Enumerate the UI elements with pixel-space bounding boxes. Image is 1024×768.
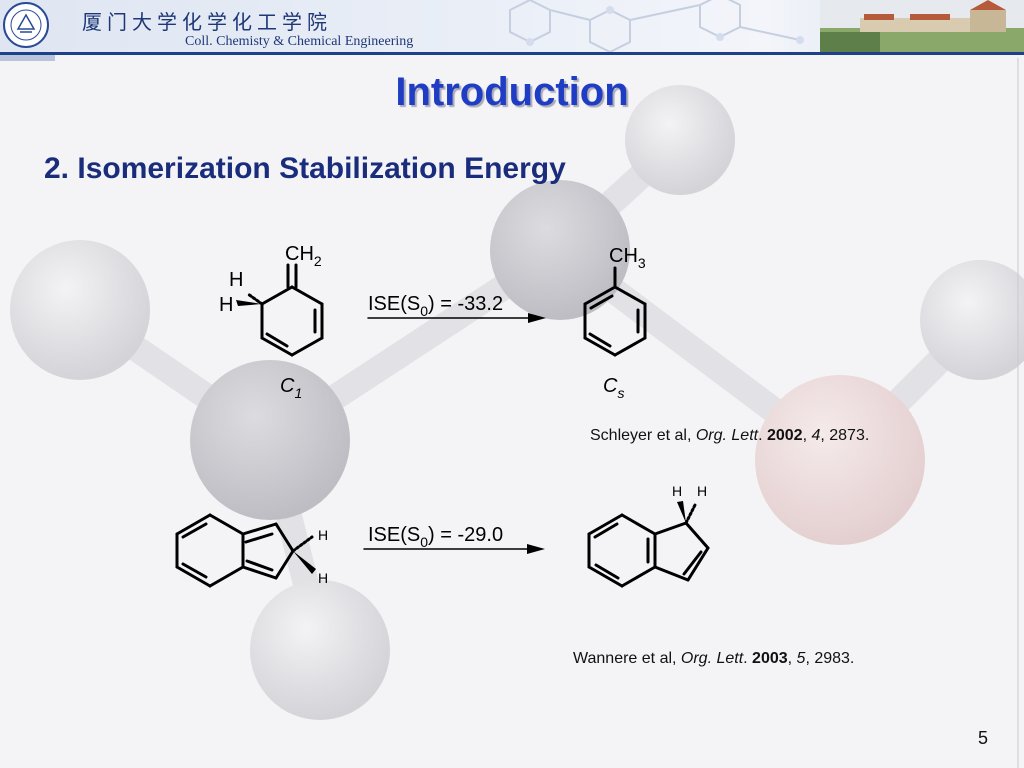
product2-h-right: H <box>697 483 707 499</box>
reaction2-ise-value: ISE(S0) = -29.0 <box>368 524 503 550</box>
page-number: 5 <box>978 728 989 748</box>
molecule-motif-decoration <box>509 0 804 52</box>
reactant1-substituent: CH2 <box>285 243 322 269</box>
campus-photo <box>820 0 1024 52</box>
reactant1-h-left: H <box>219 294 233 316</box>
product1-substituent: CH3 <box>609 245 646 271</box>
background-molecule-decoration <box>10 85 1024 720</box>
university-seal-logo <box>3 2 49 48</box>
slide-frame <box>1017 58 1019 768</box>
reactant1-h-top: H <box>229 269 243 291</box>
reference-wannere: Wannere et al, Org. Lett. 2003, 5, 2983. <box>573 650 855 667</box>
isoindene-structure <box>175 513 314 588</box>
product2-h-left: H <box>672 483 682 499</box>
reactant1-symmetry-label: C1 <box>280 375 302 401</box>
reactant2-h-top: H <box>318 527 328 543</box>
reaction1-ise-value: ISE(S0) = -33.2 <box>368 293 503 319</box>
indene-structure <box>587 501 710 588</box>
school-name-chinese: 厦门大学化学化工学院 <box>82 10 332 34</box>
header-banner: 厦门大学化学化工学院 Coll. Chemisty & Chemical Eng… <box>0 0 1024 55</box>
school-name-english: Coll. Chemisty & Chemical Engineering <box>185 34 414 49</box>
slide-title: Introduction <box>395 70 629 114</box>
header-accent-strip <box>0 55 55 61</box>
toluene-structure <box>583 266 647 357</box>
reference-schleyer: Schleyer et al, Org. Lett. 2002, 4, 2873… <box>590 427 870 444</box>
section-subtitle: 2. Isomerization Stabilization Energy <box>44 152 566 185</box>
isotoluene-structure <box>246 263 324 357</box>
reactant2-h-bottom: H <box>318 570 328 586</box>
product1-symmetry-label: Cs <box>603 375 624 401</box>
